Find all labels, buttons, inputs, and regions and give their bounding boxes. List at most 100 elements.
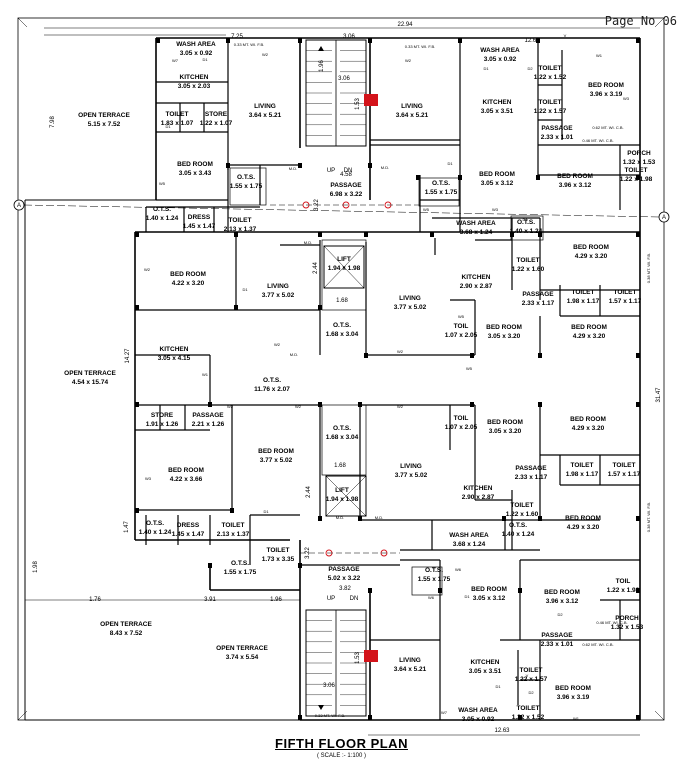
room-label: TOILET bbox=[539, 99, 562, 106]
structural-column bbox=[358, 516, 362, 521]
room-size: 1.22 x 1.57 bbox=[534, 108, 567, 115]
room-size: 3.05 x 3.12 bbox=[481, 180, 514, 187]
door-window-tag: D1 bbox=[165, 124, 171, 129]
room-size: 1.22 x 1.07 bbox=[200, 120, 233, 127]
structural-column bbox=[430, 232, 434, 237]
room-label: TOIL bbox=[454, 415, 469, 422]
room-label: LIVING bbox=[401, 103, 423, 110]
structural-column bbox=[364, 353, 368, 358]
room-label: STORE bbox=[205, 111, 228, 118]
door-window-tag: W2 bbox=[274, 342, 281, 347]
room-label: LIVING bbox=[399, 295, 421, 302]
structural-column bbox=[470, 353, 474, 358]
structural-column bbox=[518, 715, 522, 720]
room-size: 1.57 x 1.17 bbox=[608, 471, 641, 478]
room-size: 1.55 x 1.75 bbox=[418, 576, 451, 583]
room-size: 1.94 x 1.98 bbox=[328, 265, 361, 272]
door-window-tag: D1 bbox=[522, 217, 528, 222]
room-label: WASH AREA bbox=[458, 707, 498, 714]
room-label: TOILET bbox=[572, 289, 595, 296]
room-size: 2.90 x 2.87 bbox=[460, 283, 493, 290]
dimension-label: 7.25 bbox=[231, 34, 243, 40]
room-label: BED ROOM bbox=[487, 419, 523, 426]
door-window-tag: V bbox=[564, 33, 567, 38]
dimension-label: 0.38 MT. WI. F.B. bbox=[646, 502, 651, 532]
room-size: 2.13 x 1.37 bbox=[224, 226, 257, 233]
dimension-label: 1.98 bbox=[33, 561, 39, 573]
ots-well bbox=[418, 177, 460, 207]
room-label: 0.33 MT. WI. F.B. bbox=[234, 42, 264, 47]
room-size: 3.77 x 5.02 bbox=[262, 292, 295, 299]
door-window-tag: W2 bbox=[397, 404, 404, 409]
structural-column bbox=[226, 38, 230, 43]
ots-well bbox=[510, 215, 544, 241]
door-window-tag: D1 bbox=[483, 66, 489, 71]
room-label: TOIL bbox=[454, 323, 469, 330]
structural-column bbox=[368, 38, 372, 43]
room-label: OPEN TERRACE bbox=[100, 621, 152, 628]
room-label: BED ROOM bbox=[571, 324, 607, 331]
room-label: KITCHEN bbox=[180, 74, 209, 81]
room-label: O.T.S. bbox=[517, 219, 535, 226]
structural-column bbox=[234, 305, 238, 310]
room-label: BED ROOM bbox=[258, 448, 294, 455]
structural-column bbox=[364, 232, 368, 237]
room-label: LIVING bbox=[399, 657, 421, 664]
structural-column bbox=[135, 402, 139, 407]
structural-column bbox=[156, 38, 160, 43]
room-label: TOILET bbox=[166, 111, 189, 118]
room-label: KITCHEN bbox=[483, 99, 512, 106]
dimension-label: 2.44 bbox=[306, 486, 312, 498]
room-size: 3.68 x 1.24 bbox=[460, 229, 493, 236]
room-label: O.T.S. bbox=[432, 180, 450, 187]
room-label: BED ROOM bbox=[544, 589, 580, 596]
room-size: 3.77 x 5.02 bbox=[394, 304, 427, 311]
room-label: BED ROOM bbox=[565, 515, 601, 522]
room-label: PASSAGE bbox=[515, 465, 547, 472]
room-label: 0.46 MT. WI. C.B. bbox=[582, 138, 613, 143]
structural-column bbox=[538, 402, 542, 407]
dimension-label: 3.82 bbox=[339, 586, 351, 592]
stair-down-label: DN bbox=[344, 168, 353, 174]
room-label: TOILET bbox=[511, 502, 534, 509]
room-label: BED ROOM bbox=[486, 324, 522, 331]
room-label: 0.33 MT. WI. F.B. bbox=[405, 44, 435, 49]
room-label: LIVING bbox=[400, 463, 422, 470]
room-size: 1.83 x 1.07 bbox=[161, 120, 194, 127]
room-size: 1.22 x 1.60 bbox=[512, 266, 545, 273]
structural-column bbox=[538, 232, 542, 237]
dimension-label: 3.06 bbox=[343, 34, 355, 40]
structural-column bbox=[636, 516, 640, 521]
dimension-label: 1.68 bbox=[336, 298, 348, 304]
room-label: O.T.S. bbox=[146, 520, 164, 527]
room-label: TOILET bbox=[571, 462, 594, 469]
structural-column bbox=[368, 163, 372, 168]
room-label: TOILET bbox=[517, 257, 540, 264]
structural-column bbox=[298, 563, 302, 568]
room-label: BED ROOM bbox=[471, 586, 507, 593]
door-window-tag: D1 bbox=[263, 509, 269, 514]
room-size: 1.40 x 1.24 bbox=[510, 228, 543, 235]
room-label: BED ROOM bbox=[479, 171, 515, 178]
door-window-tag: W2 bbox=[262, 52, 269, 57]
structural-column bbox=[208, 563, 212, 568]
grid-axis-label: A bbox=[662, 215, 666, 221]
corner-mark bbox=[17, 710, 28, 721]
room-label: LIFT bbox=[335, 487, 349, 494]
dimension-label: 2.44 bbox=[313, 262, 319, 274]
room-size: 1.55 x 1.75 bbox=[224, 569, 257, 576]
lift-shaft bbox=[323, 245, 365, 289]
lift-diagonal bbox=[323, 245, 365, 289]
door-window-tag: D2 bbox=[528, 690, 534, 695]
dimension-label: 1.96 bbox=[270, 597, 282, 603]
room-label: PASSAGE bbox=[541, 125, 573, 132]
structural-column bbox=[536, 175, 540, 180]
door-window-tag: W6 bbox=[455, 567, 462, 572]
dimension-label: 12.63 bbox=[494, 728, 510, 734]
room-size: 3.64 x 5.21 bbox=[249, 112, 282, 119]
room-label: TOILET bbox=[520, 667, 543, 674]
room-size: 1.22 x 1.60 bbox=[506, 511, 539, 518]
grid-axis-line bbox=[23, 204, 660, 218]
room-label: WASH AREA bbox=[449, 532, 489, 539]
